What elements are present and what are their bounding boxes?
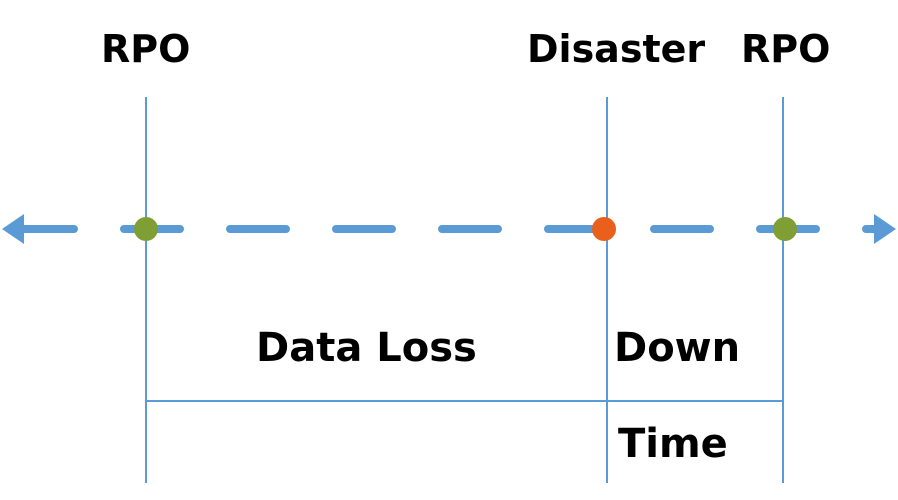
down-label: Down <box>614 325 741 371</box>
rpo-right-label: RPO <box>741 27 831 71</box>
arrow-left-icon <box>2 214 24 244</box>
rpo-right-point <box>773 217 797 241</box>
data-loss-label: Data Loss <box>256 325 477 371</box>
disaster-point <box>592 217 616 241</box>
time-label: Time <box>618 421 728 467</box>
arrow-right-icon <box>874 214 896 244</box>
disaster-label: Disaster <box>527 27 706 71</box>
rpo-left-point <box>134 217 158 241</box>
rpo-left-label: RPO <box>101 27 191 71</box>
